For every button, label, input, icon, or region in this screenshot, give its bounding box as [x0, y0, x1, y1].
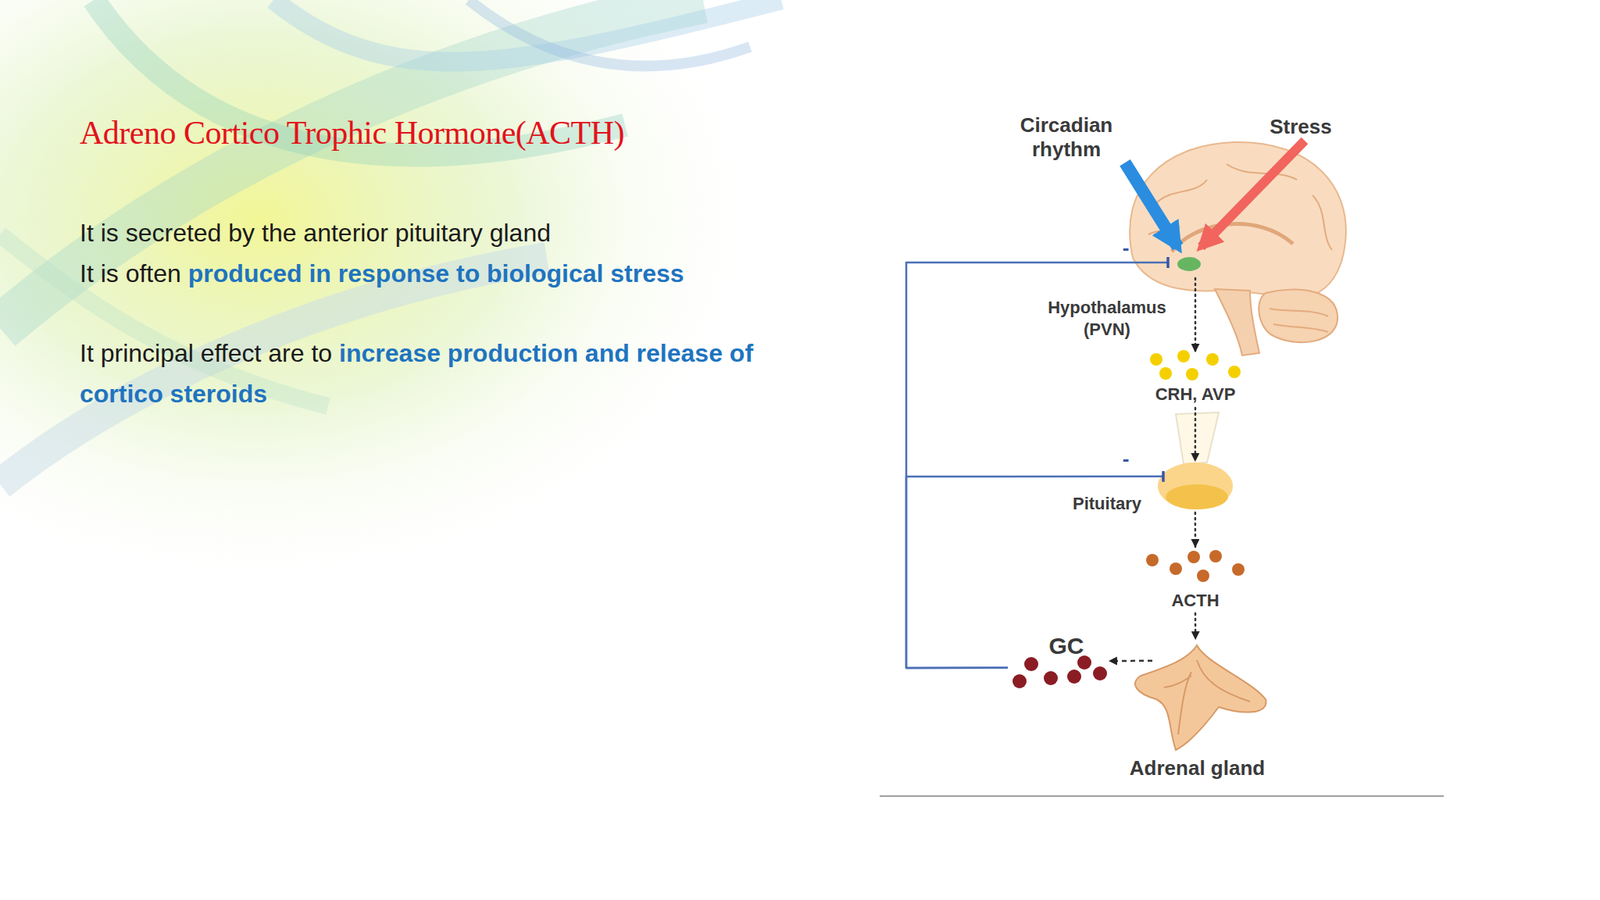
connector-arrow: [1194, 512, 1197, 547]
inhibition-sign: -: [1116, 446, 1136, 471]
adrenal-detail: [1164, 660, 1250, 735]
hormone-dot: [1177, 350, 1190, 363]
diagram-node: Pituitary: [1163, 460, 1238, 513]
gc-dots: [1012, 655, 1108, 689]
body-paragraph: It principal effect are toincrease produ…: [79, 332, 768, 415]
node-label: Stress: [1261, 114, 1340, 140]
brain-stem: [1214, 289, 1260, 356]
hormone-dot: [1232, 563, 1245, 576]
body-text: It is secreted by the anterior pituitary…: [79, 218, 551, 247]
node-label: Adrenal gland: [1105, 756, 1290, 780]
base-rule: [879, 795, 1444, 797]
hormone-dot: [1209, 550, 1222, 563]
background-swirl: [93, 0, 625, 155]
connector-arrow: [1194, 613, 1197, 640]
node-label: Pituitary: [1052, 493, 1162, 515]
body-paragraph: It is secreted by the anterior pituitary…: [79, 212, 940, 254]
pituitary-stalk: [1175, 412, 1219, 465]
body-text: It is often: [79, 259, 182, 288]
background-swirl: [273, 0, 782, 62]
background-glow: [0, 0, 860, 625]
highlight-text: produced in response to biological stres…: [188, 259, 685, 288]
hormone-dot: [1206, 353, 1219, 366]
connector-arrow: [1201, 140, 1306, 247]
connector-arrow: [1194, 278, 1197, 352]
highlight-text: increase production and release of corti…: [79, 339, 754, 408]
hormone-dot: [1196, 569, 1210, 583]
diagram-node: Hypothalamus (PVN): [1167, 246, 1208, 279]
hormone-dot: [1228, 365, 1241, 379]
background-swirl: [0, 234, 329, 407]
connector-arrow: [906, 262, 1168, 668]
node-label: CRH, AVP: [1128, 384, 1262, 405]
adrenal-gland-shape: [1135, 645, 1267, 750]
hormone-dot: [1150, 353, 1163, 366]
connector-arrow: [1109, 660, 1153, 663]
hormone-dot: [1092, 666, 1108, 681]
body-paragraph: It is oftenproduced in response to biolo…: [79, 253, 940, 294]
diagram-node: GC: [1007, 629, 1110, 693]
connector-arrow: [906, 476, 1164, 668]
diagram-node: Circadian rhythm: [1007, 113, 1125, 170]
background-swirl: [468, 0, 750, 66]
brain-cerebrum: [1129, 142, 1347, 297]
diagram-node: Adrenal gland: [1152, 639, 1243, 784]
hormone-dot: [1185, 367, 1199, 381]
hormone-dot: [1146, 553, 1159, 567]
connector-arrow: [1194, 407, 1197, 461]
hormone-dot: [1159, 367, 1172, 380]
hormone-dot: [1169, 562, 1183, 575]
hormone-dot: [1067, 669, 1082, 684]
diagram-node: ACTH: [1144, 546, 1247, 614]
pituitary-lobe: [1165, 484, 1229, 510]
node-label: GC: [1015, 632, 1118, 660]
connector-arrow: [1125, 162, 1179, 247]
hormone-dot: [1187, 550, 1200, 564]
pituitary-gland: [1157, 462, 1233, 510]
node-label: ACTH: [1128, 590, 1262, 611]
hypothalamus-spot: [1177, 257, 1201, 272]
node-label: Hypothalamus (PVN): [1028, 296, 1186, 341]
diagram-node: CRH, AVP: [1144, 351, 1247, 408]
diagram-node: Stress: [1261, 114, 1340, 141]
acth-dots: [1146, 550, 1245, 583]
brain-gyri: [1148, 164, 1333, 333]
hormone-dot: [1043, 671, 1058, 686]
hormone-dot: [1012, 674, 1027, 689]
slide-title: Adreno Cortico Trophic Hormone(ACTH): [79, 113, 625, 153]
node-label: Circadian rhythm: [1007, 113, 1125, 162]
corpus-callosum: [1171, 224, 1293, 252]
body-text: It principal effect are to: [79, 339, 333, 368]
inhibition-sign: -: [1116, 235, 1136, 260]
crh-dots: [1150, 350, 1241, 381]
hormone-dot: [1024, 657, 1039, 672]
